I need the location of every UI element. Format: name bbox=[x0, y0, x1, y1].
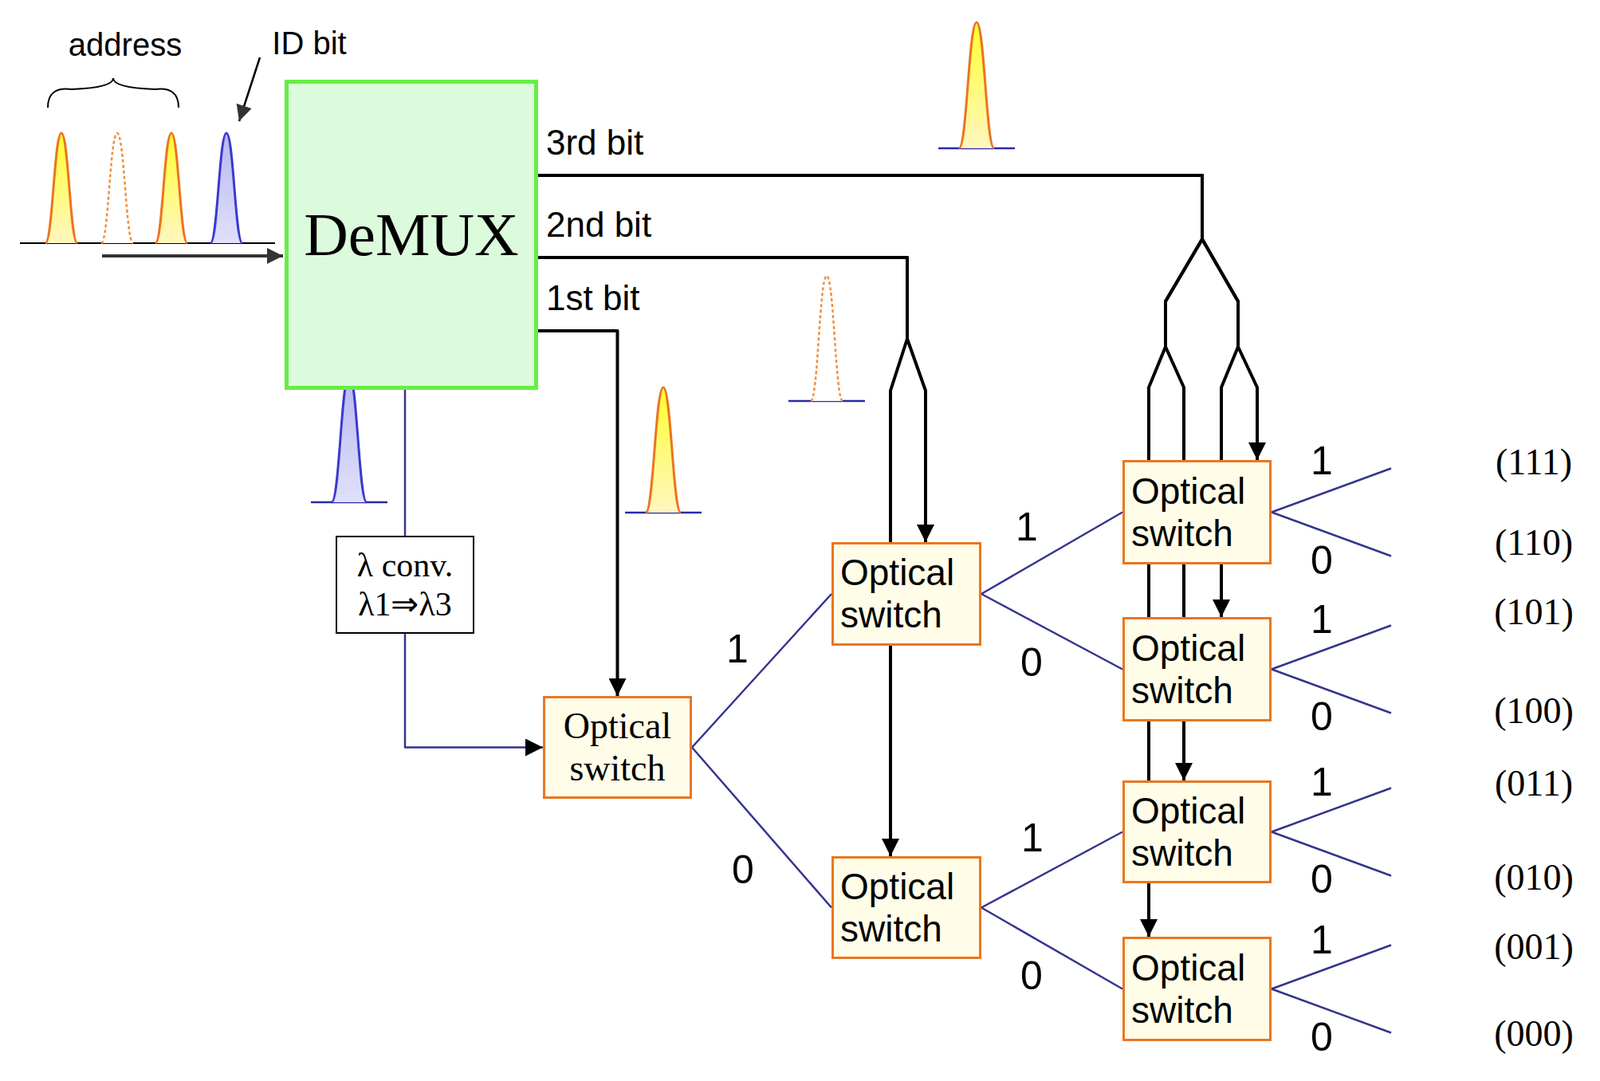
output-address: (010) bbox=[1493, 857, 1574, 900]
optical-switch-box: Optical switch bbox=[542, 695, 692, 799]
node-text: Optical switch bbox=[1131, 627, 1263, 712]
signal-line bbox=[538, 257, 926, 543]
optical-pulse bbox=[810, 275, 843, 401]
bit-value: 0 bbox=[1310, 857, 1333, 904]
bit-value: 1 bbox=[1021, 815, 1044, 862]
output-address: (111) bbox=[1495, 441, 1573, 484]
output-address: (011) bbox=[1494, 762, 1573, 806]
bit-value: 0 bbox=[1310, 1014, 1333, 1062]
address-brace bbox=[47, 78, 179, 108]
bit-value: 0 bbox=[731, 847, 755, 894]
node-text: Optical switch bbox=[840, 865, 973, 951]
bit-label: 1st bit bbox=[546, 278, 640, 319]
optical-pulse bbox=[959, 22, 995, 149]
node-text: λ conv. λ1⇒λ3 bbox=[343, 546, 467, 624]
signal-line bbox=[538, 330, 618, 696]
optical-pulse bbox=[101, 133, 134, 244]
switch-output-line bbox=[691, 593, 832, 748]
node-text: DeMUX bbox=[303, 199, 519, 271]
bit-label: 2nd bit bbox=[546, 204, 652, 246]
brace-label: address bbox=[68, 26, 182, 63]
signal-line bbox=[404, 633, 543, 748]
optical-pulse bbox=[210, 133, 243, 244]
optical-pulse bbox=[645, 387, 681, 513]
bit-value: 0 bbox=[1310, 538, 1333, 585]
bit-value: 0 bbox=[1020, 640, 1043, 687]
optical-switch-box: Optical switch bbox=[1122, 936, 1272, 1042]
optical-switch-box: Optical switch bbox=[1122, 617, 1272, 722]
node-text: Optical switch bbox=[1131, 790, 1263, 875]
optical-switch-box: Optical switch bbox=[831, 856, 982, 960]
bit-value: 0 bbox=[1310, 694, 1333, 741]
output-address: (001) bbox=[1493, 926, 1574, 969]
output-address: (100) bbox=[1493, 690, 1574, 733]
bit-value: 1 bbox=[1310, 597, 1333, 644]
demux-box: DeMUX bbox=[284, 79, 539, 390]
switch-output-line bbox=[981, 908, 1123, 990]
bit-value: 1 bbox=[726, 626, 749, 673]
node-text: Optical switch bbox=[1131, 470, 1263, 555]
bit-label: 3rd bit bbox=[546, 122, 644, 164]
bit-value: 1 bbox=[1310, 917, 1333, 964]
optical-switch-box: Optical switch bbox=[831, 542, 982, 646]
node-text: Optical switch bbox=[1131, 947, 1263, 1032]
signal-line bbox=[404, 389, 407, 536]
bit-value: 1 bbox=[1015, 504, 1038, 551]
signal-line bbox=[538, 175, 1203, 937]
callout-label: ID bit bbox=[271, 24, 346, 62]
signal-line bbox=[538, 175, 1203, 781]
switch-output-line bbox=[981, 593, 1123, 670]
bit-value: 1 bbox=[1310, 759, 1333, 806]
optical-pulse bbox=[331, 374, 367, 503]
node-text: Optical switch bbox=[551, 705, 684, 791]
optical-switch-box: Optical switch bbox=[1122, 459, 1272, 565]
input-arrow bbox=[102, 254, 284, 258]
output-address: (101) bbox=[1493, 591, 1574, 634]
switch-output-line bbox=[691, 747, 832, 909]
bit-value: 0 bbox=[1020, 953, 1043, 1000]
output-address: (110) bbox=[1494, 522, 1573, 565]
output-address: (000) bbox=[1493, 1013, 1574, 1056]
id-bit-leader bbox=[239, 57, 260, 122]
wavelength-converter-box: λ conv. λ1⇒λ3 bbox=[335, 535, 475, 634]
bit-value: 1 bbox=[1310, 438, 1333, 485]
switch-output-line bbox=[981, 512, 1123, 595]
optical-pulse bbox=[45, 133, 78, 244]
node-text: Optical switch bbox=[840, 551, 973, 637]
optical-pulse bbox=[155, 133, 188, 244]
optical-switch-box: Optical switch bbox=[1122, 780, 1272, 884]
switch-output-line bbox=[981, 832, 1123, 909]
